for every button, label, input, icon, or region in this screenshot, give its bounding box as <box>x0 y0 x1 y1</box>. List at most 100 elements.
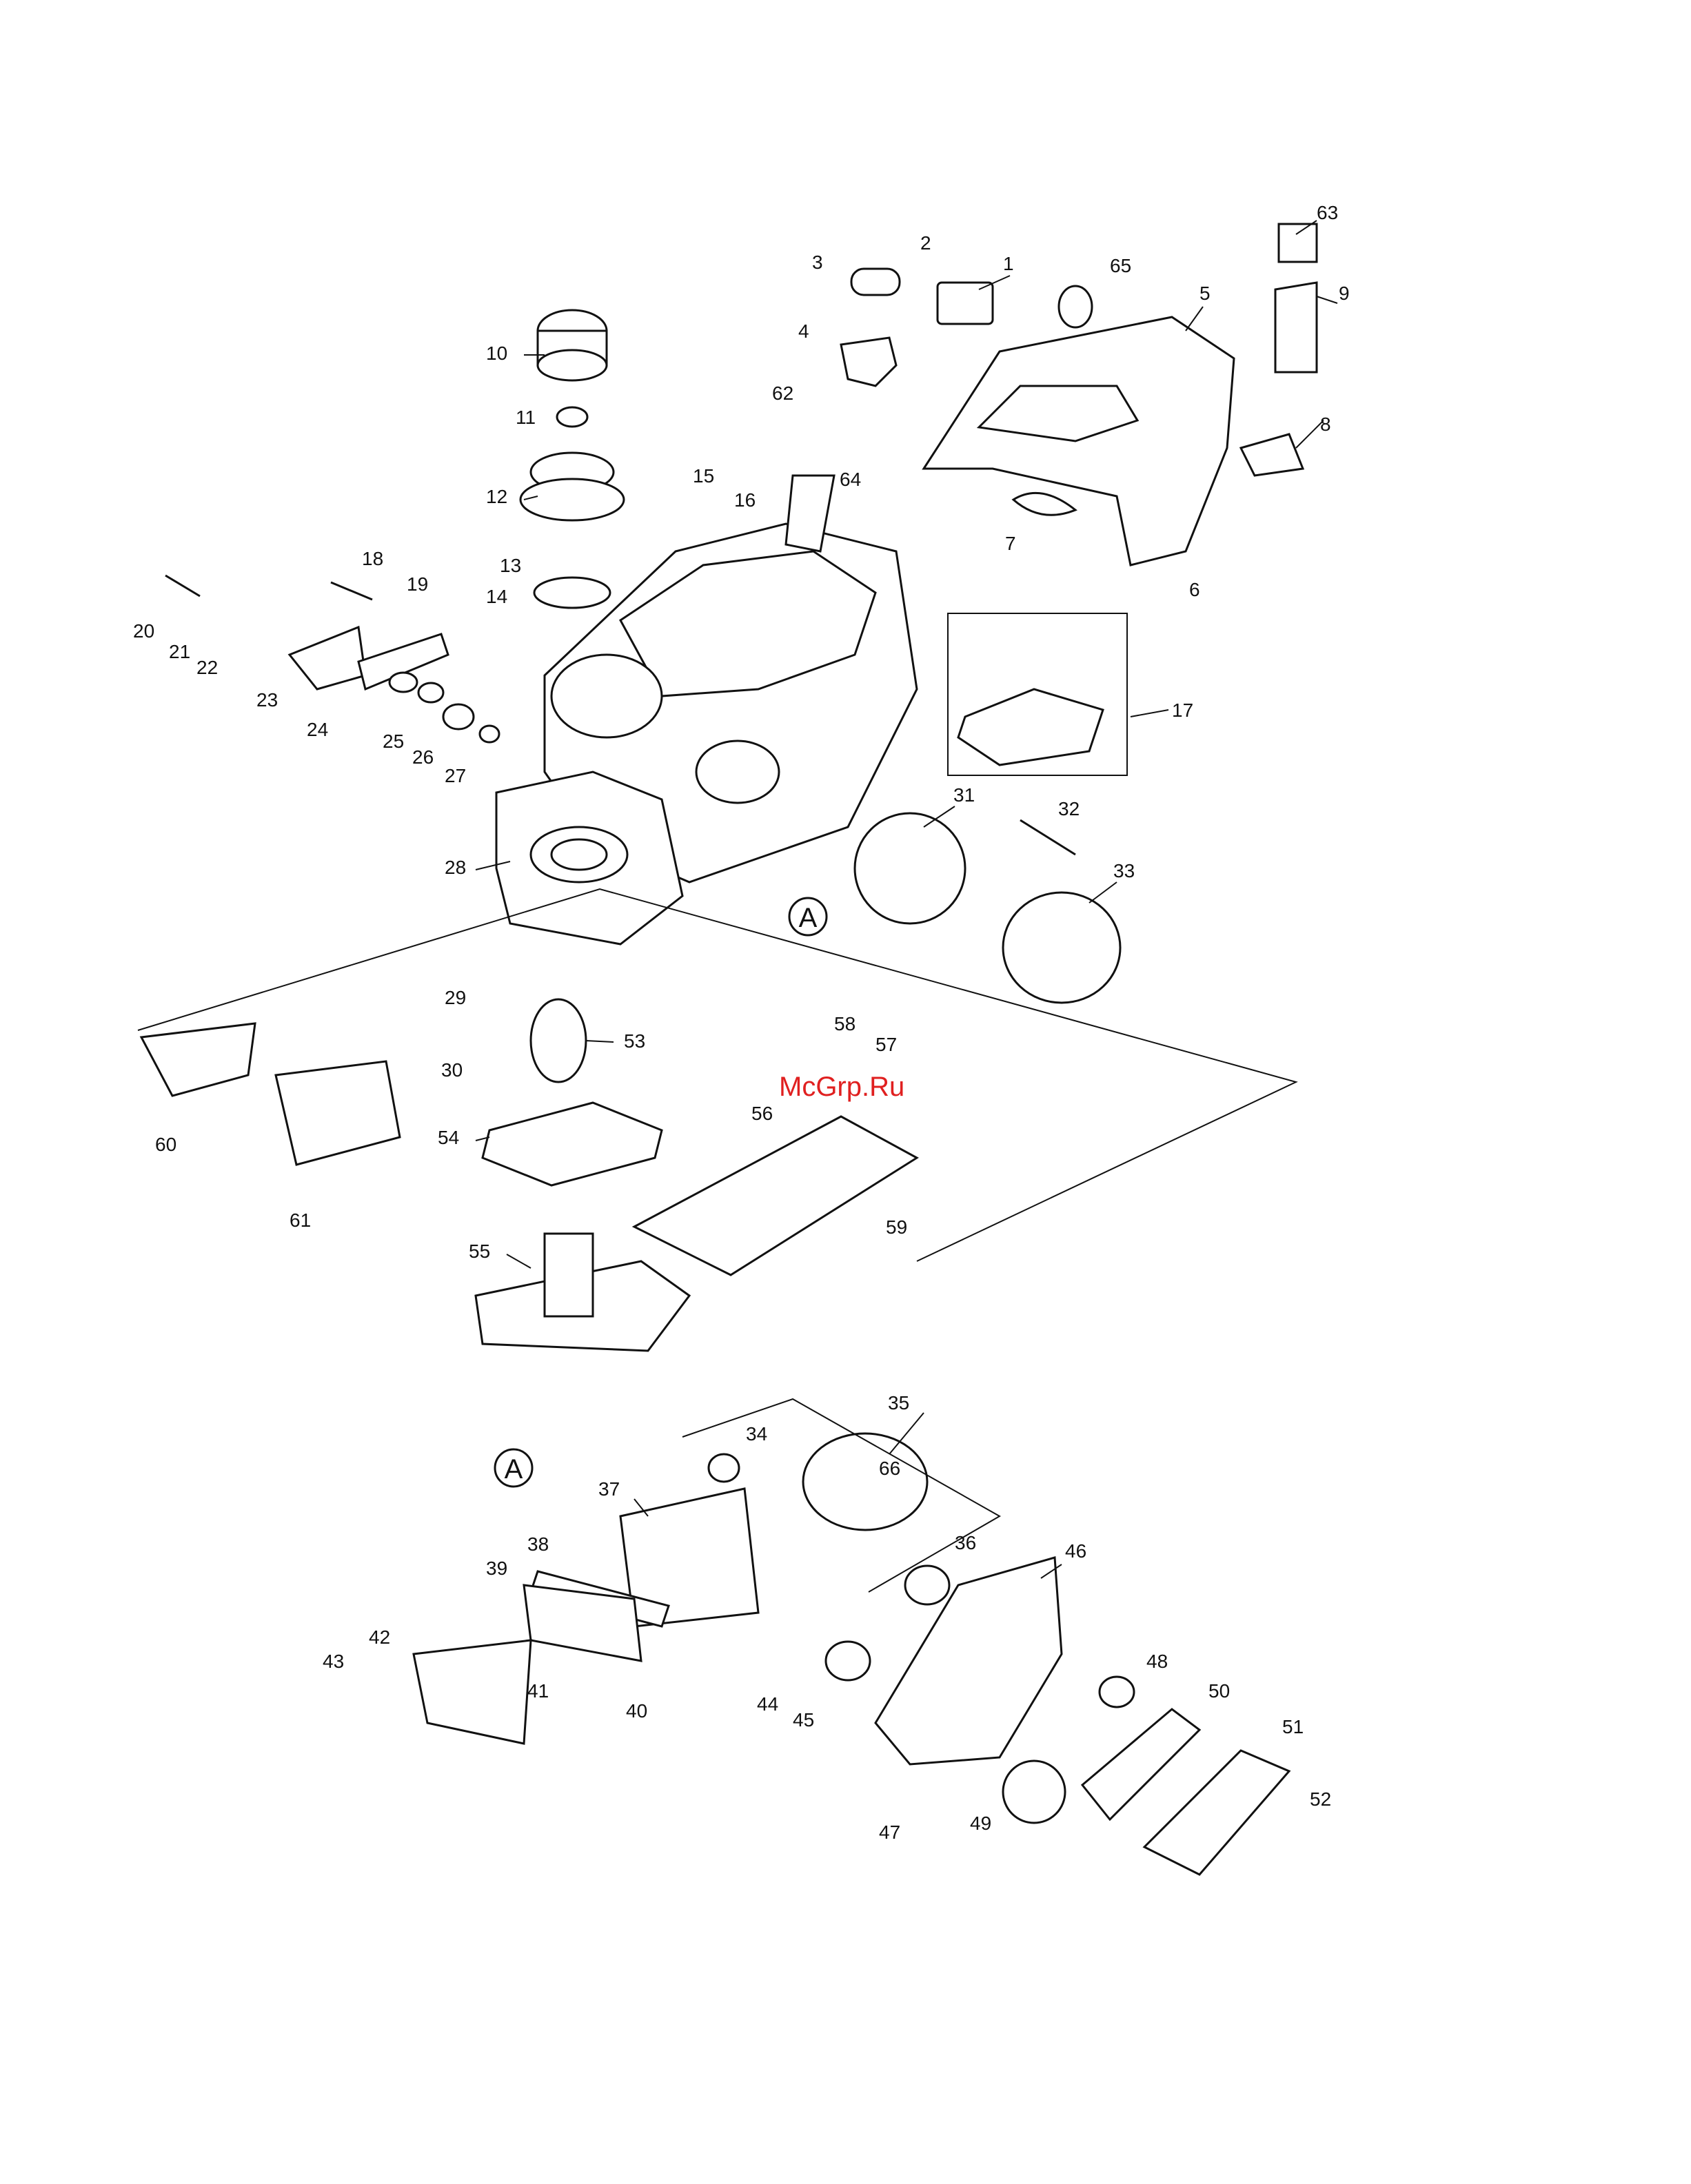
callout-50: 50 <box>1208 1680 1230 1702</box>
callout-41: 41 <box>527 1680 549 1702</box>
watermark: McGrp.Ru <box>779 1072 904 1102</box>
callout-2: 2 <box>920 232 931 254</box>
switch-holder-part <box>841 338 896 386</box>
callout-12: 12 <box>486 486 507 507</box>
callout-37: 37 <box>598 1478 620 1500</box>
bearing-part-3 <box>826 1642 870 1680</box>
callout-43: 43 <box>323 1651 344 1672</box>
callout-56: 56 <box>751 1103 773 1124</box>
reference-marker-a-bottom: A <box>495 1449 532 1487</box>
spacer-plate-part <box>483 1103 662 1185</box>
callout-29: 29 <box>445 987 466 1008</box>
shoe-shaft-part <box>545 1234 593 1316</box>
callout-63: 63 <box>1317 202 1338 223</box>
handle-cover <box>924 317 1234 565</box>
bearing-part <box>709 1454 739 1482</box>
callout-55: 55 <box>469 1241 490 1262</box>
belt-cover-part <box>1144 1751 1289 1875</box>
callout-38: 38 <box>527 1533 549 1555</box>
pulley-part <box>1003 1761 1065 1823</box>
pad-part <box>1013 493 1075 515</box>
callout-30: 30 <box>441 1059 463 1081</box>
callout-60: 60 <box>155 1134 176 1155</box>
callout-59: 59 <box>886 1216 907 1238</box>
callout-62: 62 <box>772 382 793 404</box>
callout-48: 48 <box>1146 1651 1168 1672</box>
label-part <box>1279 224 1317 262</box>
callout-51: 51 <box>1282 1716 1304 1737</box>
callout-6: 6 <box>1189 579 1200 600</box>
switch-part <box>938 283 993 324</box>
callout-27: 27 <box>445 765 466 786</box>
drum-plate-part <box>414 1640 531 1744</box>
callout-1: 1 <box>1003 253 1014 274</box>
callout-34: 34 <box>746 1423 767 1445</box>
callout-23: 23 <box>256 689 278 711</box>
callout-52: 52 <box>1310 1788 1331 1810</box>
callout-11: 11 <box>516 407 536 428</box>
callout-66: 66 <box>879 1458 900 1479</box>
nozzle-part <box>141 1023 255 1096</box>
bearing-part-2 <box>905 1566 949 1604</box>
callout-49: 49 <box>970 1813 991 1834</box>
belt-part <box>1082 1709 1199 1819</box>
spring-part <box>531 999 586 1082</box>
callout-8: 8 <box>1320 414 1331 435</box>
callout-7: 7 <box>1005 533 1016 554</box>
callout-3: 3 <box>812 252 823 273</box>
callout-4: 4 <box>798 320 809 342</box>
gear-housing-part <box>875 1558 1062 1764</box>
lock-part <box>1241 434 1303 476</box>
sleeve-part <box>1059 286 1092 327</box>
callout-33: 33 <box>1113 860 1135 881</box>
callout-13: 13 <box>500 555 521 576</box>
callout-36: 36 <box>955 1532 976 1553</box>
pulley-small-part <box>1100 1677 1134 1707</box>
callout-28: 28 <box>445 857 466 878</box>
callout-32: 32 <box>1058 798 1080 819</box>
terminal-part <box>1275 283 1317 372</box>
callout-20: 20 <box>133 620 154 642</box>
callout-9: 9 <box>1339 283 1350 304</box>
callout-10: 10 <box>486 343 507 364</box>
callout-54: 54 <box>438 1127 459 1148</box>
callout-19: 19 <box>407 573 428 595</box>
callout-44: 44 <box>757 1693 778 1715</box>
svg-text:A: A <box>799 903 818 933</box>
front-base-housing <box>496 772 682 944</box>
front-base-part <box>634 1116 917 1275</box>
callout-39: 39 <box>486 1558 507 1579</box>
screw-part <box>1020 820 1075 855</box>
callout-61: 61 <box>290 1210 311 1231</box>
armature-part <box>803 1433 927 1530</box>
callout-57: 57 <box>875 1034 897 1055</box>
svg-text:A: A <box>505 1454 523 1484</box>
callout-26: 26 <box>412 746 434 768</box>
callout-47: 47 <box>879 1821 900 1843</box>
callout-42: 42 <box>369 1626 390 1648</box>
dust-nozzle-part <box>958 689 1103 765</box>
callout-46: 46 <box>1065 1540 1086 1562</box>
callout-58: 58 <box>834 1013 855 1034</box>
callout-24: 24 <box>307 719 328 740</box>
callout-16: 16 <box>734 489 756 511</box>
callout-31: 31 <box>953 784 975 806</box>
field-part <box>855 813 965 923</box>
callout-35: 35 <box>888 1392 909 1414</box>
callout-15: 15 <box>693 465 714 487</box>
callout-14: 14 <box>486 586 507 607</box>
callout-53: 53 <box>624 1030 645 1052</box>
callout-17: 17 <box>1172 700 1193 721</box>
callout-65: 65 <box>1110 255 1131 276</box>
callout-21: 21 <box>169 641 190 662</box>
baffle-part <box>1003 892 1120 1003</box>
chip-adapter-part <box>276 1061 400 1165</box>
callout-5: 5 <box>1199 283 1211 304</box>
callout-40: 40 <box>626 1700 647 1722</box>
callout-25: 25 <box>383 731 404 752</box>
callout-18: 18 <box>362 548 383 569</box>
callout-45: 45 <box>793 1709 814 1731</box>
switch-lever-part <box>851 269 900 295</box>
callout-64: 64 <box>840 469 861 490</box>
